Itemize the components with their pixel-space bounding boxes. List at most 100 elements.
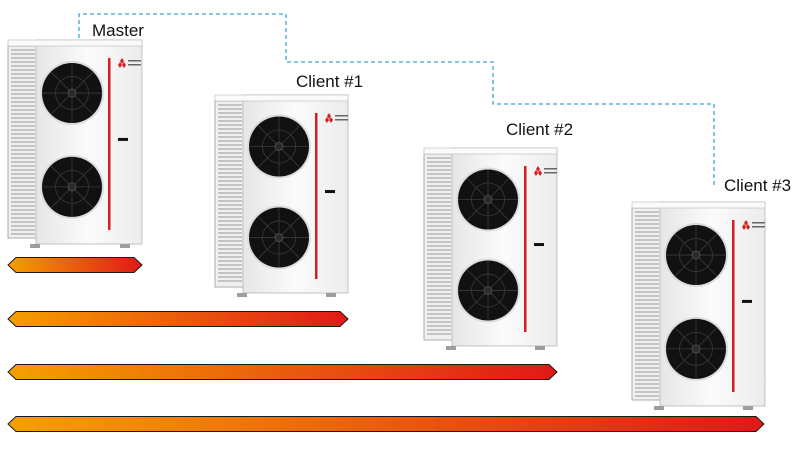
logo-diamond bbox=[118, 62, 122, 68]
client-1-label: Client #1 bbox=[296, 72, 364, 91]
logo-diamond bbox=[325, 117, 329, 123]
fan-guard-ring bbox=[55, 76, 89, 110]
outdoor-unit-master bbox=[7, 39, 143, 248]
red-accent-stripe bbox=[732, 220, 735, 392]
service-handle bbox=[118, 137, 128, 141]
logo-diamond bbox=[122, 62, 126, 68]
fan-guard-ring bbox=[262, 220, 296, 255]
fan-guard-wire bbox=[466, 269, 489, 291]
unit-foot bbox=[743, 406, 753, 410]
fan-guard-wire bbox=[50, 186, 73, 209]
unit-top-cap bbox=[631, 201, 766, 209]
fan-guard-wire bbox=[466, 290, 489, 313]
unit-foot bbox=[535, 346, 545, 350]
fan-guard-wire bbox=[50, 71, 73, 94]
unit-top-cap bbox=[214, 94, 349, 102]
mitsubishi-three-diamonds-icon bbox=[325, 113, 348, 123]
fan-guard-wire bbox=[487, 269, 510, 291]
red-accent-stripe bbox=[108, 58, 111, 230]
red-accent-stripe bbox=[524, 166, 527, 332]
service-handle bbox=[325, 190, 335, 194]
fan-guard-ring bbox=[679, 238, 713, 272]
fan-hub bbox=[691, 344, 701, 354]
logo-diamond bbox=[327, 113, 331, 119]
logo-diamond bbox=[538, 170, 542, 176]
fan-guard-wire bbox=[278, 146, 301, 168]
service-handle bbox=[742, 299, 752, 303]
fan-guard-wire bbox=[487, 199, 510, 221]
unit-foot bbox=[120, 244, 130, 248]
unit-foot bbox=[326, 293, 336, 297]
outdoor-units bbox=[7, 39, 766, 410]
logo-diamond bbox=[536, 166, 540, 172]
logo-wordmark bbox=[128, 60, 141, 62]
fan-guard-wire bbox=[71, 71, 94, 94]
master-label: Master bbox=[92, 21, 144, 40]
fan-guard-wire bbox=[695, 327, 718, 350]
logo-diamond bbox=[746, 224, 750, 230]
unit-top-cap bbox=[7, 39, 143, 47]
fan-guard-wire bbox=[695, 254, 718, 277]
fan-guard-wire bbox=[466, 177, 489, 200]
fan-guard-wire bbox=[487, 177, 510, 200]
logo-wordmark bbox=[752, 226, 765, 228]
fan-hub bbox=[691, 250, 701, 260]
outdoor-unit-client3 bbox=[631, 201, 766, 410]
client-3-label: Client #3 bbox=[724, 176, 792, 195]
unit-foot bbox=[654, 406, 664, 410]
fan-guard-wire bbox=[674, 254, 697, 277]
capacity-bar-4 bbox=[7, 416, 765, 432]
outdoor-unit-client2 bbox=[423, 147, 558, 350]
logo-diamond bbox=[744, 220, 748, 226]
logo-wordmark bbox=[128, 64, 141, 66]
logo-diamond bbox=[742, 224, 746, 230]
unit-foot bbox=[237, 293, 247, 297]
fan-guard-wire bbox=[257, 124, 280, 147]
fan-guard-ring bbox=[679, 331, 713, 366]
outdoor-unit-client1 bbox=[214, 94, 349, 297]
logo-diamond bbox=[534, 170, 538, 176]
master-client-link-line bbox=[78, 13, 715, 186]
mitsubishi-three-diamonds-icon bbox=[534, 166, 557, 176]
fan-guard-wire bbox=[257, 146, 280, 168]
logo-wordmark bbox=[335, 119, 348, 121]
connection-lines bbox=[78, 13, 715, 186]
fan-hub bbox=[274, 142, 284, 151]
fan-guard-wire bbox=[487, 290, 510, 313]
fan-guard-ring bbox=[55, 169, 89, 204]
fan-guard-wire bbox=[695, 348, 718, 371]
red-accent-stripe bbox=[315, 113, 318, 279]
fan-guard-wire bbox=[278, 216, 301, 238]
logo-wordmark bbox=[335, 115, 348, 117]
logo-wordmark bbox=[544, 168, 557, 170]
fan-hub bbox=[274, 233, 284, 242]
mitsubishi-three-diamonds-icon bbox=[742, 220, 765, 230]
mitsubishi-three-diamonds-icon bbox=[118, 58, 141, 68]
capacity-bars bbox=[7, 257, 765, 432]
fan-guard-wire bbox=[674, 327, 697, 350]
logo-wordmark bbox=[752, 222, 765, 224]
fan-hub bbox=[483, 286, 493, 295]
logo-diamond bbox=[120, 58, 124, 64]
logo-diamond bbox=[329, 117, 333, 123]
capacity-bar-1 bbox=[7, 257, 143, 273]
fan-guard-wire bbox=[257, 237, 280, 260]
client-2-label: Client #2 bbox=[506, 120, 574, 139]
unit-foot bbox=[446, 346, 456, 350]
fan-guard-wire bbox=[257, 216, 280, 238]
fan-guard-wire bbox=[674, 233, 697, 256]
fan-hub bbox=[67, 182, 77, 192]
fan-guard-wire bbox=[695, 233, 718, 256]
capacity-bar-2 bbox=[7, 311, 349, 327]
fan-guard-ring bbox=[262, 129, 296, 164]
fan-guard-wire bbox=[50, 92, 73, 115]
fan-guard-wire bbox=[71, 186, 94, 209]
capacity-bar-3 bbox=[7, 364, 558, 380]
unit-top-cap bbox=[423, 147, 558, 155]
fan-hub bbox=[67, 88, 77, 98]
fan-guard-wire bbox=[50, 165, 73, 188]
fan-guard-ring bbox=[471, 273, 505, 308]
fan-guard-wire bbox=[466, 199, 489, 221]
